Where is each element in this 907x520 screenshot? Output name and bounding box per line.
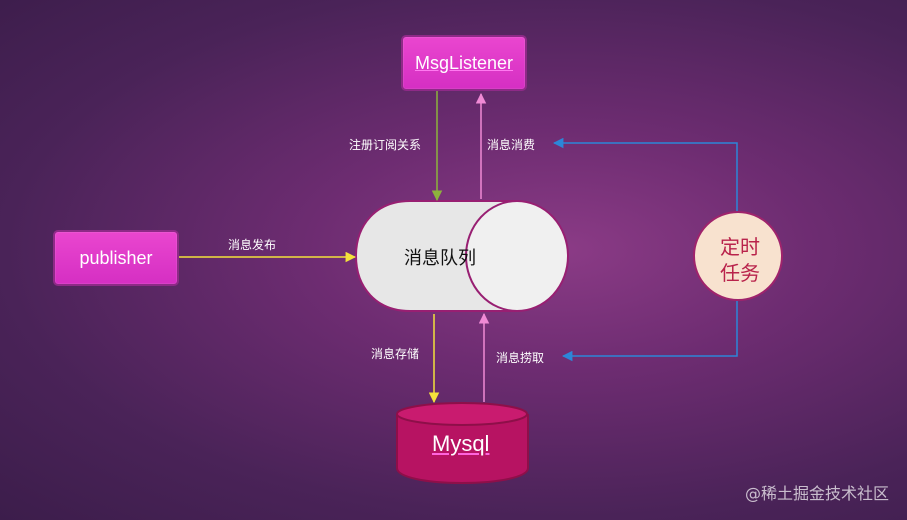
store-label: 消息存储: [371, 347, 420, 361]
mysql-label: Mysql: [432, 431, 490, 456]
fetch-label: 消息捞取: [496, 351, 545, 365]
timer-fetch-arrow: [561, 301, 738, 362]
timer-task-label: 定时 任务: [700, 234, 780, 286]
timer-consume-arrow: [552, 137, 738, 211]
publish-label: 消息发布: [228, 238, 277, 252]
consume-label: 消息消费: [487, 138, 536, 152]
publisher-node: publisher: [53, 230, 179, 286]
timer-task-line-1: 定时: [720, 235, 760, 259]
register-subscription-label: 注册订阅关系: [349, 138, 422, 152]
timer-task-line-2: 任务: [720, 261, 760, 285]
message-queue-label: 消息队列: [404, 248, 476, 269]
timer-task-circle: [693, 211, 783, 301]
mysql-cylinder: [396, 402, 529, 485]
watermark-text: @稀土掘金技术社区: [744, 484, 889, 503]
msg-listener-node: MsgListener: [401, 35, 527, 91]
message-queue-shape: [354, 200, 569, 312]
